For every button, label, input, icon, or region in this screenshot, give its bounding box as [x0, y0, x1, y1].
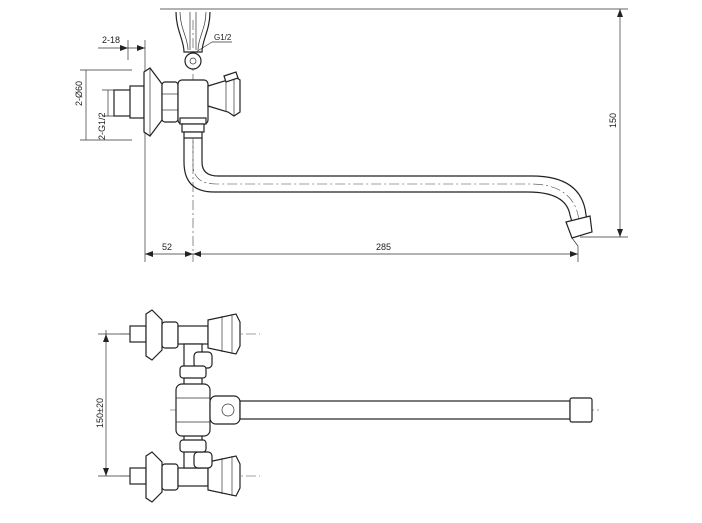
- dim-outlet-thread: G1/2: [214, 33, 232, 42]
- dim-wall-offset: 2-18: [102, 35, 120, 45]
- dim-inlet-to-body: 52: [162, 242, 172, 252]
- dim-inlet-thread: 2-G1/2: [97, 112, 107, 140]
- dim-spout-reach: 285: [376, 242, 391, 252]
- front-view: 2-18 2-Ø60 2-G1/2 G1/2 150 52 285: [74, 8, 628, 262]
- top-view: 150±20: [95, 309, 600, 503]
- dim-height: 150: [608, 113, 618, 128]
- dim-centers: 150±20: [95, 398, 105, 428]
- dim-flange-diameter: 2-Ø60: [74, 81, 84, 106]
